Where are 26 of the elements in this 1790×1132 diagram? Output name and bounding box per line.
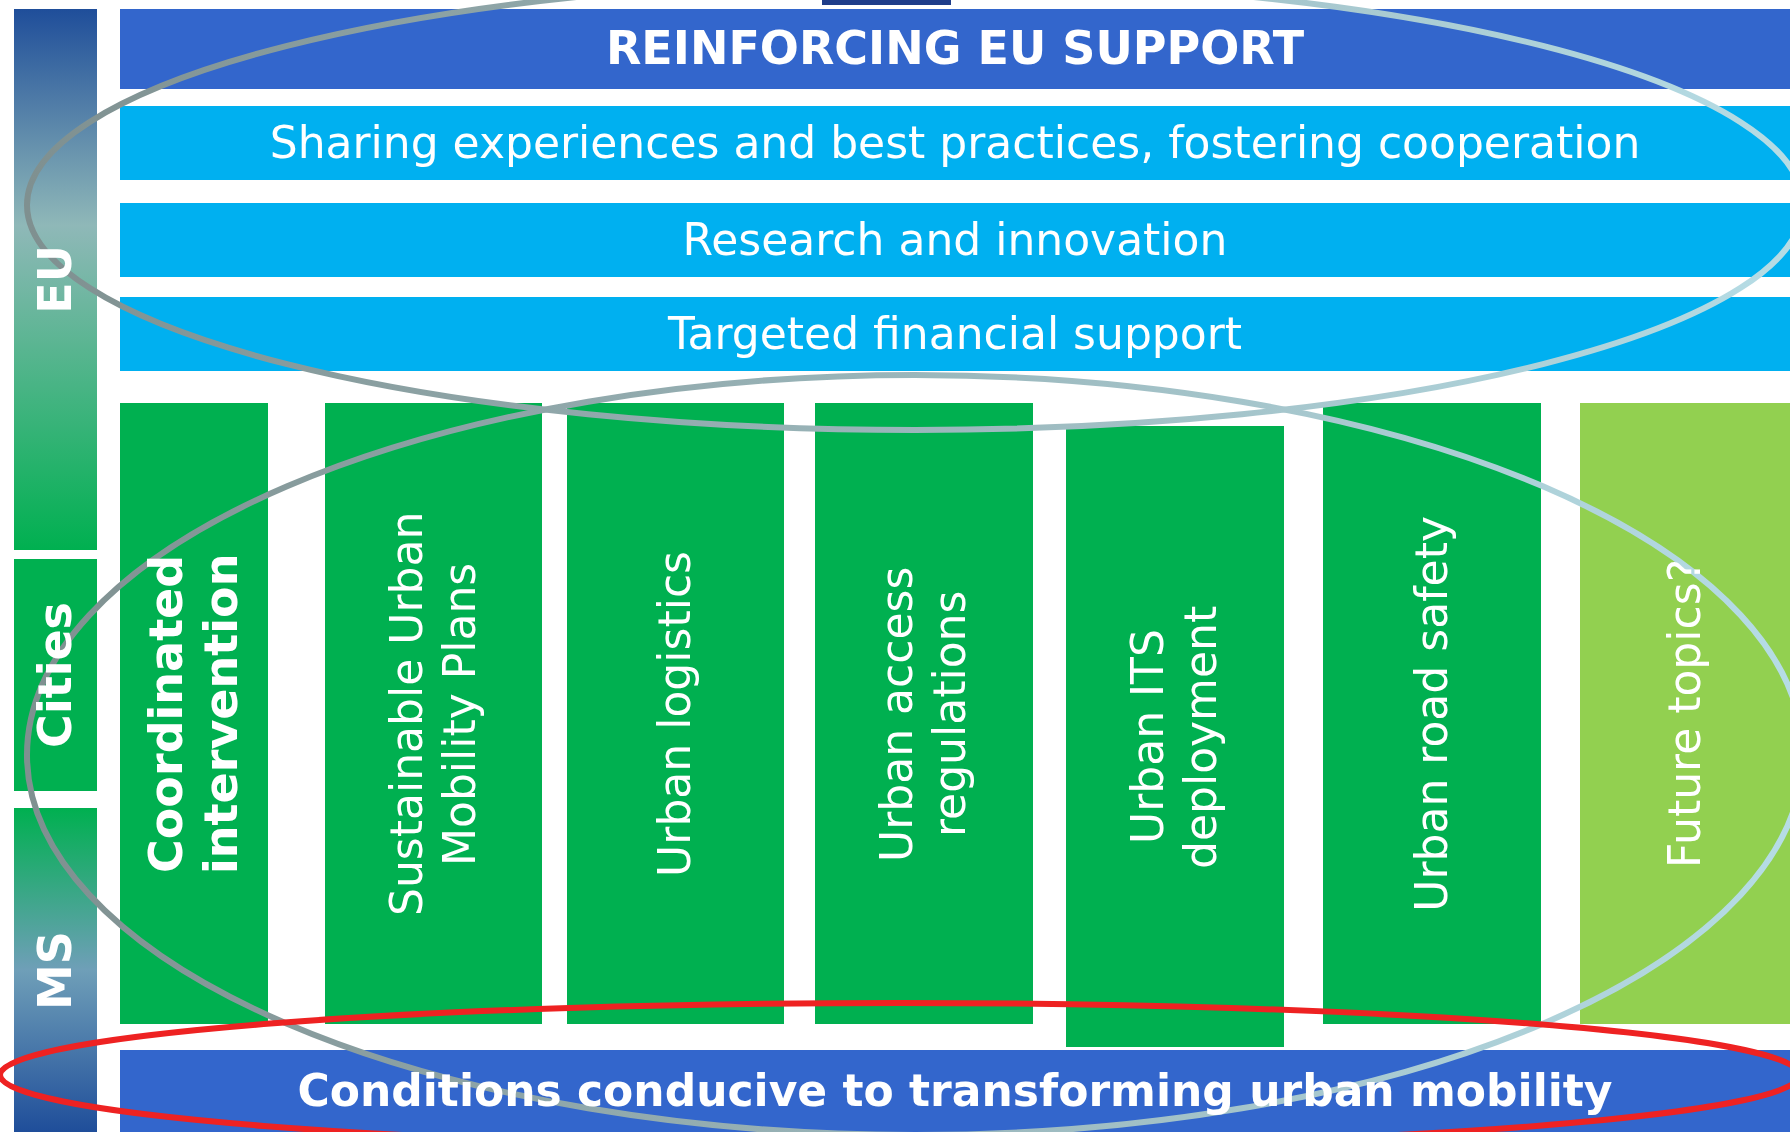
topic-column <box>815 403 1033 1024</box>
level-label: Cities <box>27 602 83 748</box>
box-text: Sustainable Urban Mobility Plans <box>380 510 486 918</box>
topic-column <box>325 403 542 1024</box>
box-text: REINFORCING EU SUPPORT <box>605 21 1305 77</box>
box-text: Urban road safety <box>1405 515 1458 912</box>
box-text: Research and innovation <box>682 213 1228 267</box>
support-bar <box>120 297 1790 371</box>
goal-bar <box>120 1050 1790 1132</box>
level-label: EU <box>27 245 83 314</box>
topic-column <box>1066 426 1284 1047</box>
box-text: Coordinated intervention <box>138 552 249 876</box>
box-text: Urban access regulations <box>871 564 976 864</box>
box-text: Urban ITS deployment <box>1122 603 1227 871</box>
support-bar <box>120 106 1790 180</box>
title-bar <box>120 9 1790 89</box>
column-box <box>120 403 268 1024</box>
level-label: MS <box>27 930 83 1010</box>
box-text: Urban logistics <box>649 550 702 877</box>
box-text: Targeted financial support <box>667 307 1243 361</box>
topic-column <box>567 403 784 1024</box>
topic-column <box>1323 403 1541 1024</box>
box-text: Sharing experiences and best practices, fostering cooperation <box>269 116 1641 170</box>
box-text: Future topics? <box>1658 559 1711 868</box>
topic-column <box>1580 403 1790 1024</box>
support-bar <box>120 203 1790 277</box>
